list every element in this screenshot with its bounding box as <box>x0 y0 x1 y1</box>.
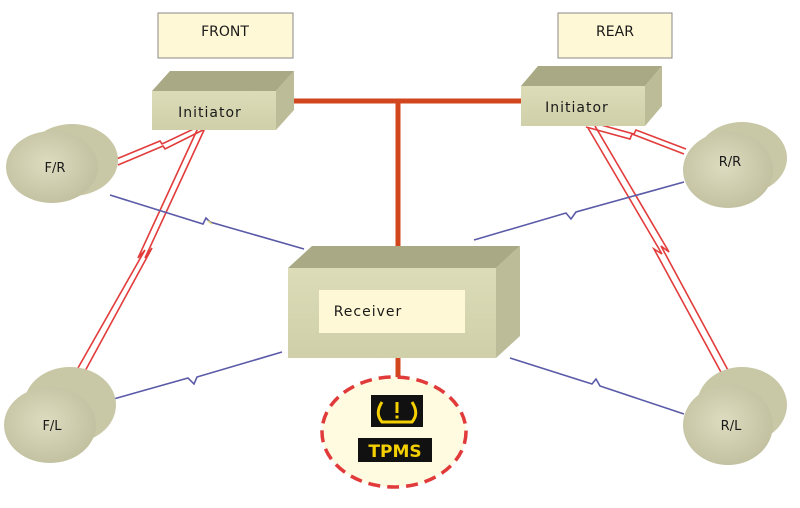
front-label: FRONT <box>201 24 249 40</box>
front-label-box: FRONT <box>157 12 294 59</box>
receiver-signals <box>109 181 685 415</box>
tpms-warning-lamp: TPMS <box>320 375 468 489</box>
tire-rl-label: R/L <box>721 419 742 434</box>
signal-initiator-front-to-fl <box>77 127 206 385</box>
tpms-label: TPMS <box>368 442 421 462</box>
tire-pressure-warning-icon <box>371 395 423 427</box>
wiring-bus <box>292 98 522 378</box>
rear-label-box: REAR <box>557 12 673 59</box>
tire-rear-left: R/L <box>683 367 787 465</box>
signal-initiator-rear-to-rr <box>585 126 685 155</box>
initiator-rear-label: Initiator <box>545 100 609 116</box>
receiver: Receiver <box>288 246 520 358</box>
tire-rear-right: R/R <box>683 122 787 208</box>
signal-initiator-front-to-fr <box>117 128 206 166</box>
tire-rr-label: R/R <box>719 155 741 170</box>
initiator-rear: Initiator <box>521 66 662 126</box>
tire-front-right: F/R <box>6 124 118 203</box>
signal-fl-to-receiver <box>109 351 283 401</box>
signal-rl-to-receiver <box>509 357 685 415</box>
initiator-signals <box>69 121 730 385</box>
initiator-front-label: Initiator <box>178 105 242 121</box>
rear-label: REAR <box>596 24 634 40</box>
initiator-front: Initiator <box>152 71 294 130</box>
receiver-label: Receiver <box>334 304 403 320</box>
signal-rr-to-receiver <box>473 181 685 241</box>
tire-front-left: F/L <box>4 367 116 463</box>
tire-fr-label: F/R <box>45 161 66 176</box>
tire-fl-label: F/L <box>42 419 62 434</box>
signal-fr-to-receiver <box>109 194 305 250</box>
signal-initiator-rear-to-rl <box>587 127 723 375</box>
